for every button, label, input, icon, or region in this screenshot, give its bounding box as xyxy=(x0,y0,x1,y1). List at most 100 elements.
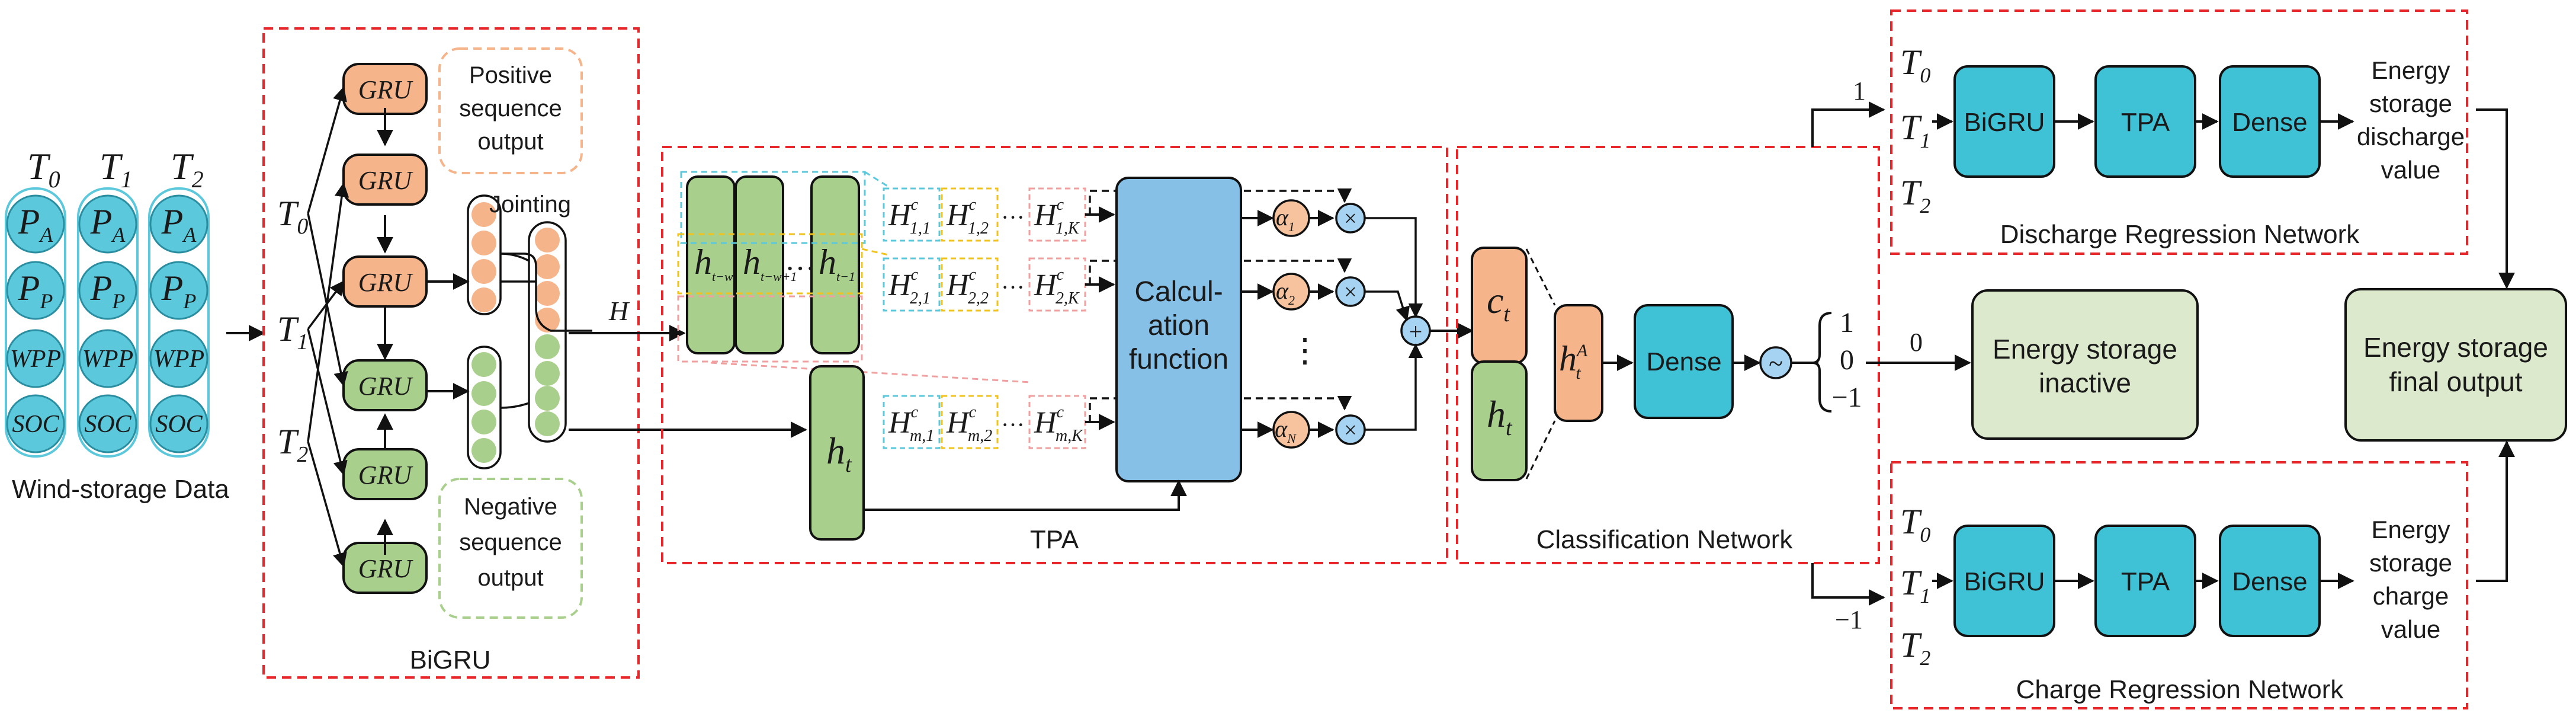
feature-label: WPP xyxy=(82,346,133,373)
charge-time-label: T1 xyxy=(1900,563,1930,608)
sum-symbol: + xyxy=(1409,318,1423,345)
charge-time-label: T0 xyxy=(1900,502,1930,546)
input-column xyxy=(77,187,139,458)
negative-note-line: output xyxy=(477,565,543,591)
gru-label: GRU xyxy=(358,75,414,104)
charge-output-line: value xyxy=(2381,615,2440,643)
positive-note-line: output xyxy=(477,129,543,155)
feature-label: WPP xyxy=(153,346,204,373)
feature-label: PP xyxy=(90,268,126,313)
hidden-state-block xyxy=(734,175,784,354)
hc-cell xyxy=(883,187,941,242)
dense-label: Dense xyxy=(1646,347,1721,376)
state-node xyxy=(535,334,560,359)
input-data-panel: T0 T1 T2 PAPPWPPSOCPAPPWPPSOCPAPPWPPSOC … xyxy=(5,145,229,504)
hidden-state-label: ht−w xyxy=(694,242,733,284)
state-node xyxy=(471,410,496,434)
input-column xyxy=(5,187,66,458)
feature-node xyxy=(6,329,65,388)
positive-note-box xyxy=(438,47,583,174)
gru-label: GRU xyxy=(358,166,414,195)
state-node xyxy=(471,287,496,312)
bigru-t2: T2 xyxy=(277,422,308,467)
input-column xyxy=(148,187,210,458)
discharge-block-label: Dense xyxy=(2232,108,2307,137)
feature-label: PP xyxy=(18,268,53,313)
classification-boundary xyxy=(1456,146,1880,564)
route-label-up: 1 xyxy=(1853,76,1866,106)
route-charge-arrow xyxy=(1811,563,1885,606)
charge-boundary xyxy=(1890,461,2468,709)
state-node xyxy=(535,281,560,306)
discharge-time-label: T2 xyxy=(1900,173,1930,218)
tpa-boundary xyxy=(661,146,1448,564)
state-node xyxy=(471,438,496,463)
final-output-line: final output xyxy=(2389,366,2522,397)
hc-cell xyxy=(941,395,999,449)
joint-state-capsule xyxy=(528,221,567,443)
feature-node xyxy=(149,194,208,254)
forward-state-capsule xyxy=(467,194,502,315)
discharge-output-line: value xyxy=(2381,156,2440,184)
classification-ht-label: ht xyxy=(1487,393,1513,440)
vertical-ellipsis: ⋮ xyxy=(1288,333,1321,369)
inactive-line: inactive xyxy=(2039,367,2131,398)
state-node xyxy=(535,386,560,411)
alpha-label: α2 xyxy=(1276,277,1295,308)
hc-ellipsis: ··· xyxy=(1001,411,1025,438)
hc-cell xyxy=(941,187,999,242)
hc-cell xyxy=(883,257,941,312)
h-matrix-label: H xyxy=(608,296,630,326)
feature-node xyxy=(6,261,65,320)
hc-cell xyxy=(883,395,941,449)
gru-cell xyxy=(342,154,428,206)
route-label-down: −1 xyxy=(1835,605,1863,634)
alpha-label: αN xyxy=(1275,415,1297,446)
feature-label: SOC xyxy=(84,411,131,438)
state-node xyxy=(471,381,496,406)
feature-label: WPP xyxy=(10,346,61,373)
ht-to-calc-arrow xyxy=(865,480,1187,511)
multiply-node xyxy=(1335,203,1366,234)
bigru-t0: T0 xyxy=(277,194,308,239)
charge-to-final-arrow xyxy=(2476,440,2515,582)
state-node xyxy=(535,411,560,436)
discharge-output-line: discharge xyxy=(2357,123,2465,151)
gru-label: GRU xyxy=(358,554,414,583)
inactive-line: Energy storage xyxy=(1993,334,2177,365)
input-caption: Wind-storage Data xyxy=(12,475,229,504)
row-highlight xyxy=(677,233,863,295)
feature-label: PP xyxy=(161,268,197,313)
feature-node xyxy=(78,394,137,453)
state-node xyxy=(471,202,496,227)
feature-node xyxy=(78,194,137,254)
hidden-state-block xyxy=(810,175,860,354)
multiply-symbol: × xyxy=(1344,280,1356,305)
class-output: 0 xyxy=(1840,344,1854,376)
final-output-line: Energy storage xyxy=(2363,332,2548,363)
charge-output-line: charge xyxy=(2373,582,2449,610)
input-time-label: T0 xyxy=(27,145,60,193)
calc-label-line: ation xyxy=(1148,310,1210,341)
state-node xyxy=(535,308,560,333)
brace-icon xyxy=(1812,312,1832,413)
state-node xyxy=(471,352,496,377)
state-node xyxy=(535,254,560,279)
final-output-box xyxy=(2344,288,2567,442)
hidden-state-label: ht−w+1 xyxy=(743,242,797,284)
jointing-label: Jointing xyxy=(489,191,571,218)
bigru-caption: BiGRU xyxy=(410,645,491,675)
feature-node xyxy=(78,329,137,388)
